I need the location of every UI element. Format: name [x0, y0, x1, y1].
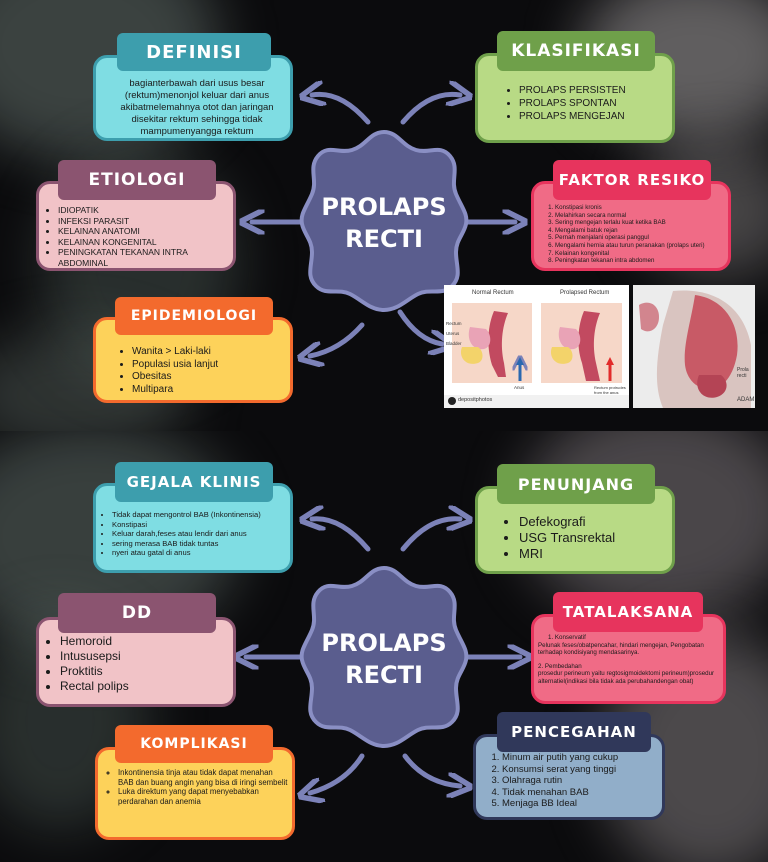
center-badge: PROLAPS RECTI: [298, 128, 470, 313]
list-item: Defekografi: [519, 514, 665, 530]
list-item: nyeri atau gatal di anus: [112, 548, 292, 558]
tatalaksana-content: 1. Konservatif Pelunak feses/obatpencaha…: [538, 634, 720, 686]
center-title-line2: RECTI: [345, 225, 423, 253]
list-item: Inkontinensia tinja atau tidak dapat men…: [118, 768, 290, 787]
penunjang-list: Defekografi USG Transrektal MRI: [505, 514, 665, 562]
list-item: PROLAPS PERSISTEN: [519, 84, 665, 97]
klasifikasi-list: PROLAPS PERSISTEN PROLAPS SPONTAN PROLAP…: [505, 84, 665, 123]
prolapse-side-illustration: Prola recti ADAM: [633, 285, 755, 408]
tatalaksana-p2-body: prosedur perineum yaitu regtosigmoidekto…: [538, 670, 715, 685]
etiologi-list: IDIOPATIK INFEKSI PARASIT KELAINAN ANATO…: [44, 205, 230, 268]
epidemiologi-list: Wanita > Laki-laki Populasi usia lanjut …: [118, 346, 278, 396]
list-item: Populasi usia lanjut: [132, 359, 278, 372]
list-item: Obesitas: [132, 371, 278, 384]
definisi-title: DEFINISI: [117, 33, 271, 71]
list-item: Sering mengejan terlalu kuat ketika BAB: [555, 219, 727, 227]
uterus-label: Uterus: [446, 331, 460, 336]
center-title-line2: RECTI: [345, 661, 423, 689]
pencegahan-list: Minum air putih yang cukup Konsumsi sera…: [488, 752, 660, 810]
komplikasi-title: KOMPLIKASI: [115, 725, 273, 763]
anatomy-illustration: Normal Rectum Prolapsed Rectum Rectum Ut…: [444, 285, 629, 408]
prolapsed-rectum-label: Prolapsed Rectum: [560, 290, 610, 296]
epidemiologi-title: EPIDEMIOLOGI: [115, 297, 273, 335]
side-label: Prola recti: [737, 367, 749, 379]
list-item: MRI: [519, 546, 665, 562]
connector-arrows: [0, 431, 768, 862]
top-panel: PROLAPS RECTI DEFINISI bagianterbawah da…: [0, 0, 768, 431]
list-item: Keluar darah,feses atau lendir dari anus: [112, 529, 292, 539]
tatalaksana-title: TATALAKSANA: [553, 592, 703, 632]
faktor-resiko-list: Konstipasi kronis Melahirkan secara norm…: [541, 204, 727, 265]
list-item: Luka direktum yang dapat menyebabkan per…: [118, 787, 290, 806]
center-title-line1: PROLAPS: [321, 629, 447, 657]
list-item: Tidak menahan BAB: [502, 787, 660, 799]
list-item: USG Transrektal: [519, 530, 665, 546]
list-item: KELAINAN KONGENITAL: [58, 237, 230, 248]
list-item: Peningkatan tekanan intra abdomen: [555, 257, 727, 265]
list-item: INFEKSI PARASIT: [58, 216, 230, 227]
penunjang-title: PENUNJANG: [497, 464, 655, 504]
pencegahan-title: PENCEGAHAN: [497, 712, 651, 752]
list-item: IDIOPATIK: [58, 205, 230, 216]
gejala-klinis-title: GEJALA KLINIS: [115, 462, 273, 502]
list-item: Melahirkan secara normal: [555, 212, 727, 220]
list-item: Wanita > Laki-laki: [132, 346, 278, 359]
protrudes-label: Rectum protrudes from the anus: [594, 385, 626, 395]
list-item: Kelainan kongenital: [555, 250, 727, 258]
komplikasi-list: Inkontinensia tinja atau tidak dapat men…: [104, 768, 290, 806]
klasifikasi-title: KLASIFIKASI: [497, 31, 655, 71]
list-item: Minum air putih yang cukup: [502, 752, 660, 764]
dd-list: Hemoroid Intususepsi Proktitis Rectal po…: [46, 634, 226, 694]
dd-title: DD: [58, 593, 216, 633]
list-item: Konstipasi kronis: [555, 204, 727, 212]
list-item: Konsumsi serat yang tinggi: [502, 764, 660, 776]
rectum-label: Rectum: [446, 321, 462, 326]
list-item: Mengalami batuk rejan: [555, 227, 727, 235]
tatalaksana-p2-head: 2. Pembedahan: [538, 662, 582, 670]
list-item: PENINGKATAN TEKANAN INTRA ABDOMINAL: [58, 247, 230, 268]
list-item: sering merasa BAB tidak tuntas: [112, 539, 292, 549]
tatalaksana-p1-body: Pelunak feses/obatpencahar, hindari meng…: [538, 641, 704, 657]
list-item: Mengalami hernia atau turun peranakan (p…: [555, 242, 727, 250]
normal-rectum-label: Normal Rectum: [472, 290, 514, 296]
list-item: Hemoroid: [60, 634, 226, 649]
list-item: PROLAPS SPONTAN: [519, 97, 665, 110]
list-item: Multipara: [132, 384, 278, 397]
center-badge: PROLAPS RECTI: [298, 564, 470, 749]
anus-label: Anus: [514, 385, 525, 390]
list-item: Proktitis: [60, 664, 226, 679]
watermark-label: depositphotos: [458, 397, 493, 403]
list-item: Rectal polips: [60, 679, 226, 694]
list-item: Intususepsi: [60, 649, 226, 664]
list-item: Pernah menjalani operasi panggul: [555, 234, 727, 242]
list-item: Konstipasi: [112, 520, 292, 530]
list-item: Tidak dapat mengontrol BAB (Inkontinensi…: [112, 510, 292, 520]
definisi-text: bagianterbawah dari usus besar (rektum)m…: [120, 78, 274, 137]
side-mark: ADAM: [737, 397, 755, 403]
center-title-line1: PROLAPS: [321, 193, 447, 221]
list-item: KELAINAN ANATOMI: [58, 226, 230, 237]
list-item: PROLAPS MENGEJAN: [519, 110, 665, 123]
etiologi-title: ETIOLOGI: [58, 160, 216, 200]
faktor-resiko-title: FAKTOR RESIKO: [553, 160, 711, 200]
bladder-label: Bladder: [446, 341, 462, 346]
gejala-klinis-list: Tidak dapat mengontrol BAB (Inkontinensi…: [98, 510, 292, 558]
list-item: Olahraga rutin: [502, 775, 660, 787]
list-item: Menjaga BB Ideal: [502, 798, 660, 810]
bottom-panel: PROLAPS RECTI GEJALA KLINIS Tidak dapat …: [0, 431, 768, 862]
tatalaksana-p1-head: 1. Konservatif: [548, 634, 586, 641]
